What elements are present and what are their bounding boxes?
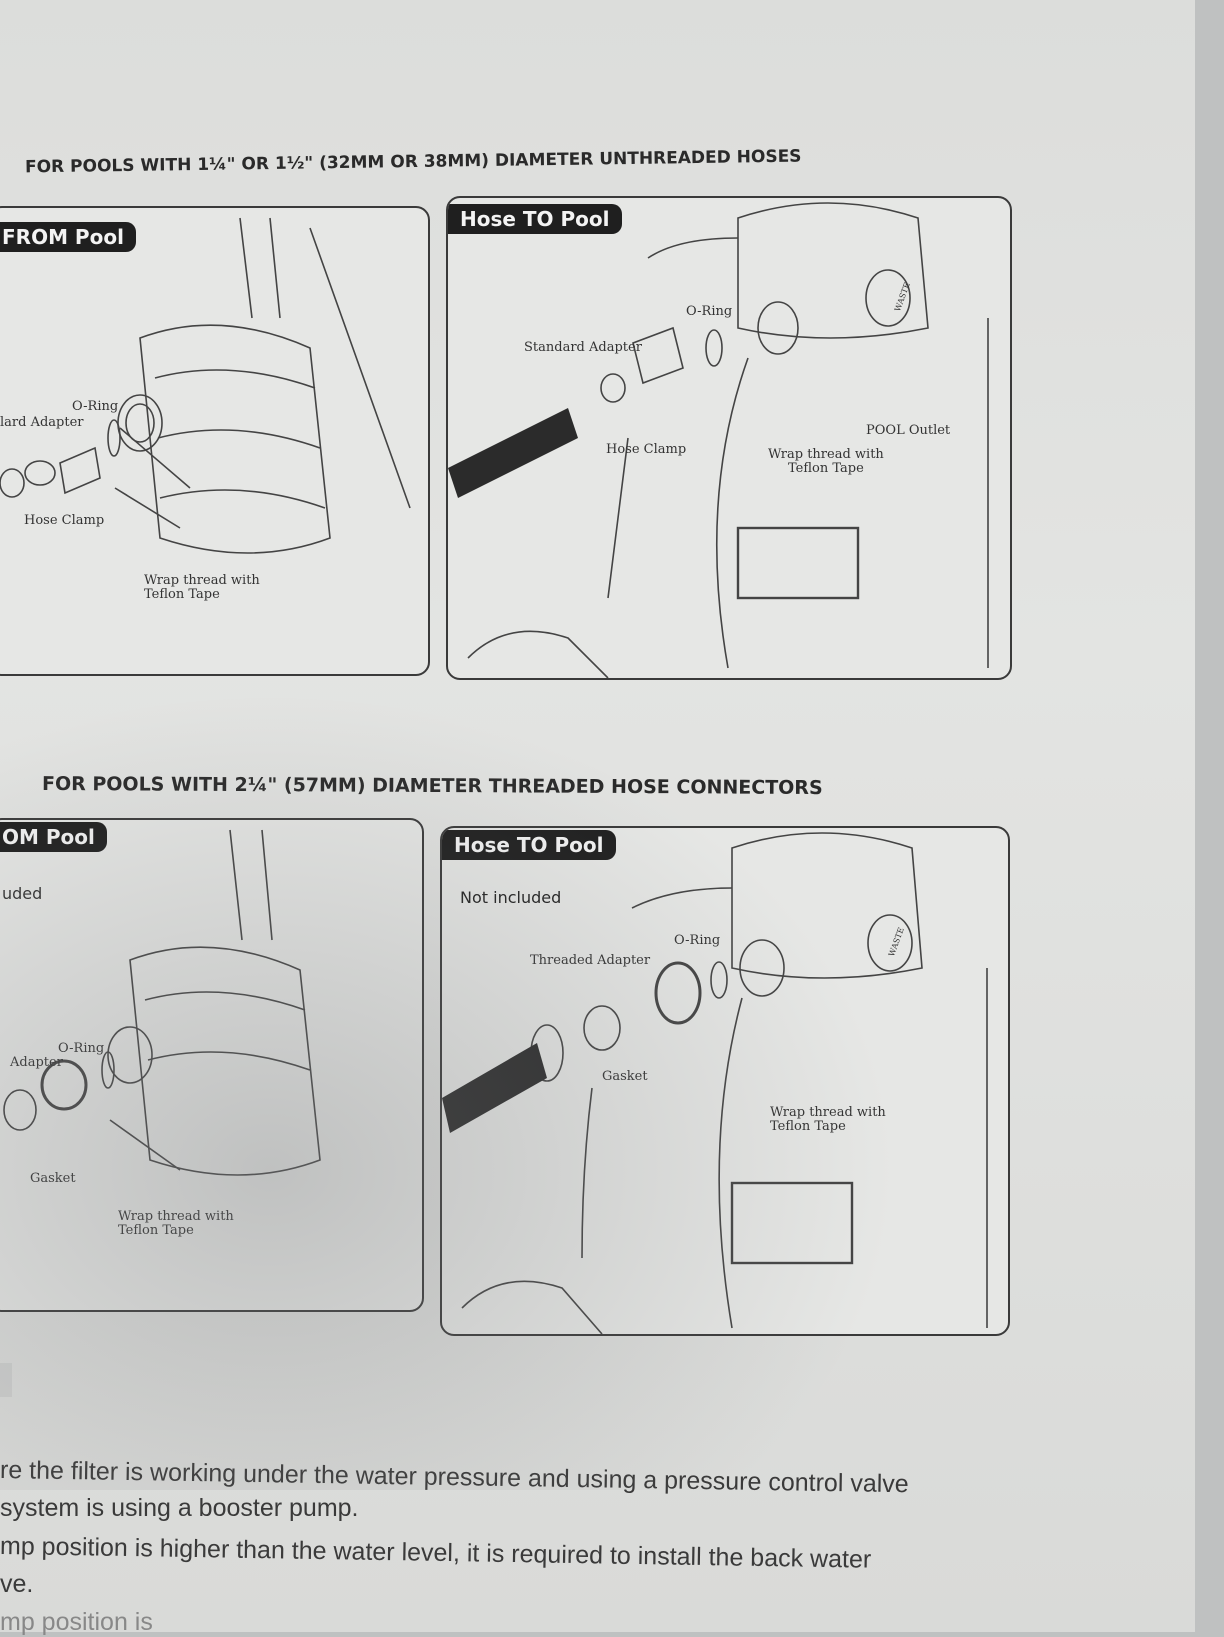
- section-heading-unthreaded: FOR POOLS WITH 1¼" OR 1½" (32MM OR 38MM)…: [24, 146, 802, 178]
- filter-illustration: [442, 832, 988, 1334]
- label-o-ring: O-Ring: [686, 304, 733, 319]
- tag-from-pool: OM Pool: [0, 822, 107, 852]
- body-line-4: ve.: [0, 1570, 34, 1598]
- label-pool-outlet: POOL Outlet: [866, 423, 951, 438]
- label-gasket: Gasket: [602, 1069, 648, 1084]
- label-not-included: uded: [2, 884, 43, 903]
- tag-hose-to-pool: Hose TO Pool: [442, 830, 616, 860]
- section-heading-threaded: FOR POOLS WITH 2¼" (57MM) DIAMETER THREA…: [41, 772, 823, 800]
- diagram-hose-to-pool-unthreaded: Hose TO Pool O-Ring Standard Adapter Hos…: [446, 196, 1012, 680]
- label-wrap-line1: Wrap thread with: [770, 1105, 886, 1120]
- label-o-ring: O-Ring: [58, 1041, 105, 1056]
- diagram-hose-to-pool-threaded: Hose TO Pool Not included O-Ring Threade…: [440, 826, 1010, 1336]
- label-adapter: Adapter: [10, 1055, 63, 1070]
- label-not-included: Not included: [460, 888, 562, 907]
- label-wrap-line1: Wrap thread with: [768, 447, 884, 462]
- body-line-5: mp position is: [0, 1608, 153, 1636]
- label-standard-adapter: Standard Adapter: [524, 340, 642, 355]
- label-wrap-thread: Wrap thread with Teflon Tape: [144, 574, 260, 601]
- body-line-3: mp position is higher than the water lev…: [0, 1532, 872, 1574]
- label-o-ring: O-Ring: [72, 399, 119, 414]
- pump-illustration: [0, 217, 411, 554]
- label-hose-clamp: Hose Clamp: [606, 442, 687, 457]
- pump-illustration: [3, 829, 321, 1176]
- label-wrap-line1: Wrap thread with: [144, 573, 260, 588]
- label-standard-adapter: lard Adapter: [0, 415, 84, 430]
- label-o-ring: O-Ring: [674, 933, 721, 948]
- tag-from-pool: FROM Pool: [0, 222, 136, 252]
- manual-page: FOR POOLS WITH 1¼" OR 1½" (32MM OR 38MM)…: [0, 0, 1195, 1636]
- body-line-1: re the filter is working under the water…: [0, 1456, 909, 1499]
- label-threaded-adapter: Threaded Adapter: [530, 953, 651, 968]
- label-wrap-line1: Wrap thread with: [118, 1209, 234, 1224]
- label-wrap-thread: Wrap thread with Teflon Tape: [768, 448, 884, 475]
- label-wrap-line2: Teflon Tape: [788, 460, 864, 476]
- label-wrap-thread: Wrap thread with Teflon Tape: [770, 1106, 886, 1133]
- diagram-from-pool-unthreaded: FROM Pool O-Ring lard Adapter Hose Clamp…: [0, 206, 430, 676]
- diagram-from-pool-threaded: OM Pool uded O-Ring Adapter Gasket Wrap …: [0, 818, 424, 1312]
- body-line-2: system is using a booster pump.: [0, 1494, 359, 1522]
- page-tab-marker: [0, 1363, 12, 1397]
- label-wrap-line2: Teflon Tape: [118, 1222, 194, 1238]
- tag-hose-to-pool: Hose TO Pool: [448, 204, 622, 234]
- label-wrap-line2: Teflon Tape: [770, 1118, 846, 1134]
- label-hose-clamp: Hose Clamp: [24, 513, 105, 528]
- label-wrap-thread: Wrap thread with Teflon Tape: [118, 1210, 234, 1237]
- label-gasket: Gasket: [30, 1171, 76, 1186]
- filter-illustration: [448, 202, 989, 678]
- label-wrap-line2: Teflon Tape: [144, 586, 220, 602]
